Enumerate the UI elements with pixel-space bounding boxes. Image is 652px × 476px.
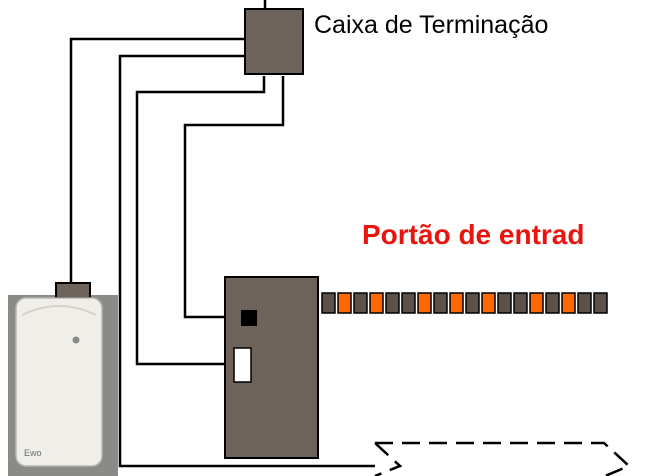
gate-card-slot [233,347,252,383]
card-reader-icon: Ewo [8,282,118,476]
barrier-segment [465,292,480,314]
vehicle-loop-outline [374,441,632,476]
barrier-segment [417,292,432,314]
reader-brand-text: Ewo [24,448,42,458]
barrier-segment [577,292,592,314]
wire-box-to-gate-lower [135,76,266,366]
barrier-segment [481,292,496,314]
reader-body [15,297,103,467]
barrier-segment [337,292,352,314]
wire-box-to-reader [69,37,245,283]
wiring [69,0,375,468]
barrier-segment [545,292,560,314]
reader-connector [55,282,91,299]
barrier-segment [449,292,464,314]
termination-box [244,8,304,75]
barrier-segment [385,292,400,314]
reader-curve [21,305,97,316]
barrier-segment [529,292,544,314]
barrier-segment [497,292,512,314]
gate-control-indicator [241,310,257,326]
termination-box-label: Caixa de Terminação [314,11,549,39]
barrier-segment [513,292,528,314]
barrier-segment [561,292,576,314]
gate-barrier [321,292,608,314]
entrance-gate-label: Portão de entrad [362,219,585,250]
barrier-segment [593,292,608,314]
barrier-segment [353,292,368,314]
barrier-segment [433,292,448,314]
reader-led [72,336,80,344]
barrier-segment [321,292,336,314]
barrier-segment [401,292,416,314]
wire-box-to-loop [118,54,375,468]
vehicle-loop-sensor-icon [374,441,632,476]
barrier-segment [369,292,384,314]
wire-box-to-gate-upper [183,76,285,319]
